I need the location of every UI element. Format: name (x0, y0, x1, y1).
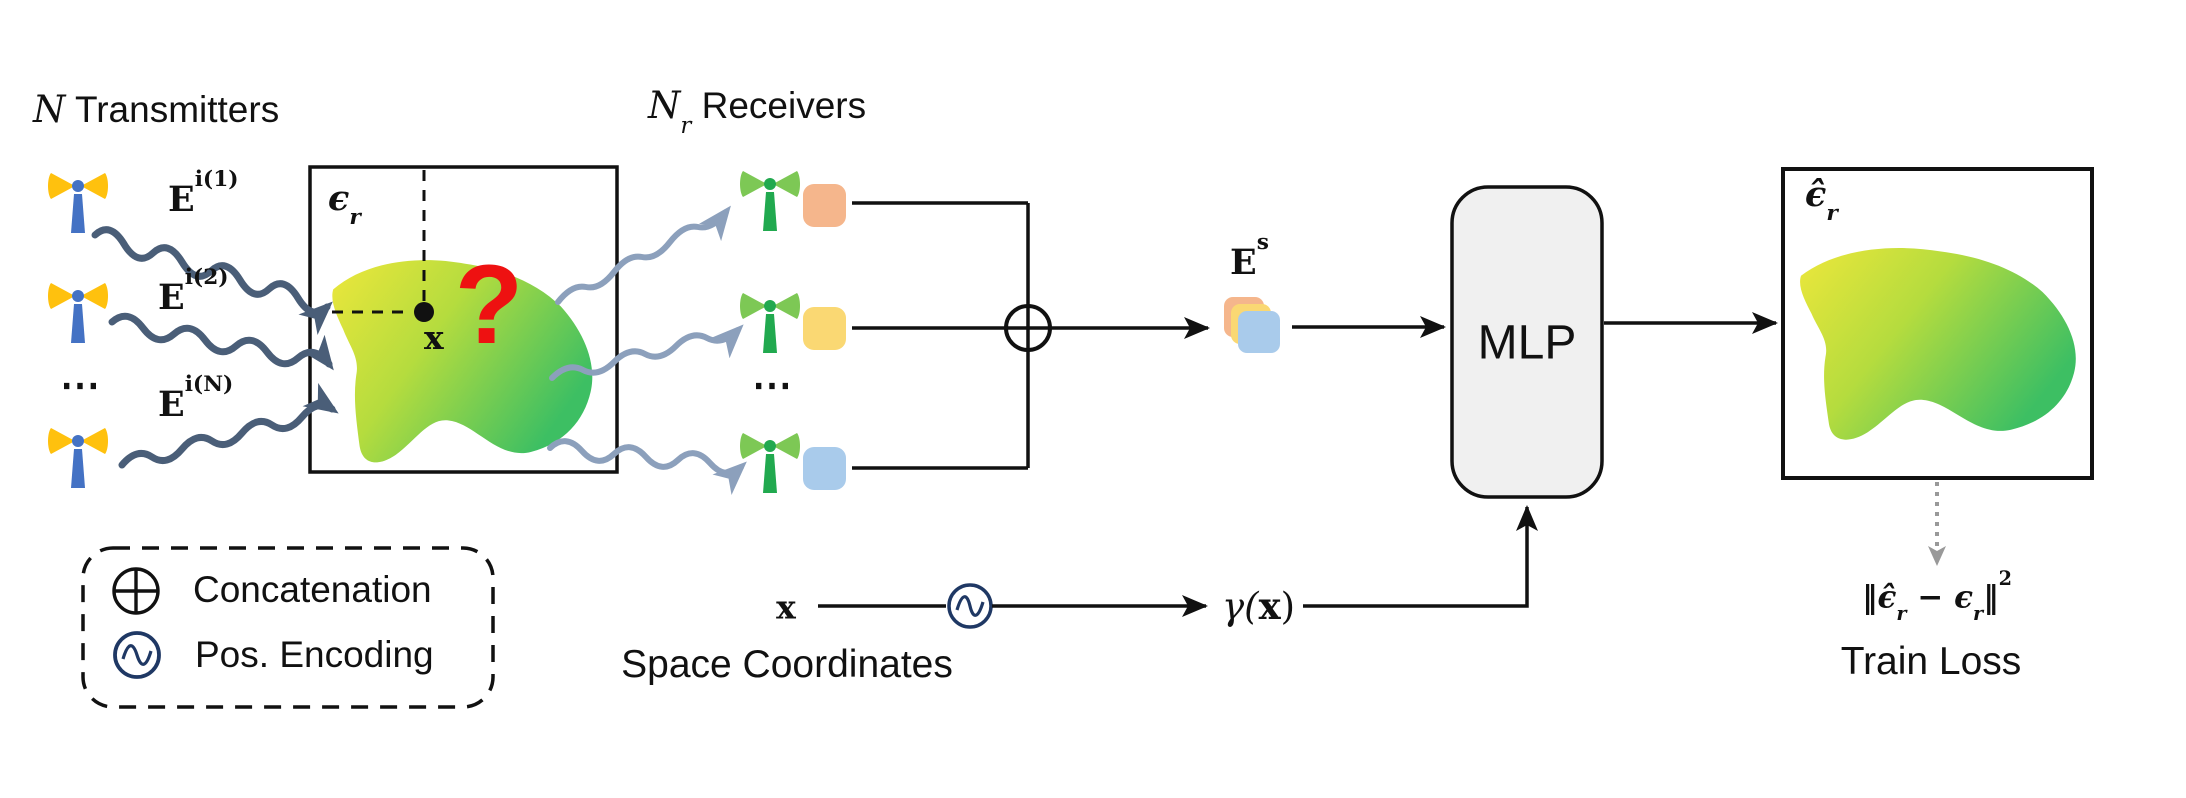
sample-point-label: x (424, 318, 444, 357)
sample-point-dot (414, 302, 434, 322)
received-signal-chip-blue (803, 447, 846, 490)
pos-encoding-sine-glyph (121, 644, 153, 666)
legend-box (81, 546, 495, 709)
transmitter-antenna-icon (48, 283, 108, 343)
incident-wave-arrow-1 (91, 226, 333, 335)
received-signal-chip-yellow (803, 307, 846, 350)
train-loss-label: Train Loss (1840, 640, 2022, 683)
scattered-field-label: Es (1230, 230, 1269, 283)
gamma-x-label: γ(x) (1222, 584, 1296, 628)
receiver-antenna-icon (740, 171, 800, 231)
incident-wave-arrow-N (118, 382, 339, 469)
predicted-permittivity-label: ϵ̂r (1805, 174, 1838, 227)
gamma-to-mlp-arrow (1303, 505, 1538, 608)
scattered-wave-arrow-2 (549, 324, 744, 381)
transmitters-title: N Transmitters (33, 88, 280, 131)
incident-field-label-N: Ei(N) (158, 372, 234, 425)
incident-field-label-2: Ei(2) (158, 265, 229, 318)
loss-formula: ‖ϵ̂r − ϵr‖2 (1862, 567, 2012, 626)
receiver-antenna-icon (740, 293, 800, 353)
permittivity-label: ϵr (328, 178, 361, 231)
received-signal-chip-orange (803, 184, 846, 227)
question-mark: ? (454, 242, 524, 367)
mlp-box (1450, 185, 1604, 499)
incident-field-label-1: Ei(1) (168, 167, 239, 220)
scattered-wave-arrow-3 (547, 438, 747, 495)
scattered-wave-arrow-1 (555, 205, 731, 305)
transmitters-ellipsis: ⋯ (60, 361, 100, 409)
receivers-ellipsis: ⋯ (752, 361, 792, 409)
transmitter-antenna-icon (48, 173, 108, 233)
mlp-label: MLP (1477, 316, 1577, 370)
incident-wave-arrow-2 (108, 312, 334, 371)
receiver-antenna-icon (740, 433, 800, 493)
concatenation-legend-label: Concatenation (193, 569, 432, 610)
pos-encoding-legend-label: Pos. Encoding (195, 634, 434, 675)
scattered-field-chip-front (1238, 311, 1280, 353)
transmitter-antenna-icon (48, 428, 108, 488)
space-coordinates-caption: Space Coordinates (621, 643, 953, 686)
concatenation-plus-glyph (114, 569, 158, 613)
pos-encoding-sine-glyph (955, 595, 985, 617)
receivers-title: Nr Receivers (648, 84, 867, 139)
space-coordinate-x-label: x (776, 587, 796, 627)
